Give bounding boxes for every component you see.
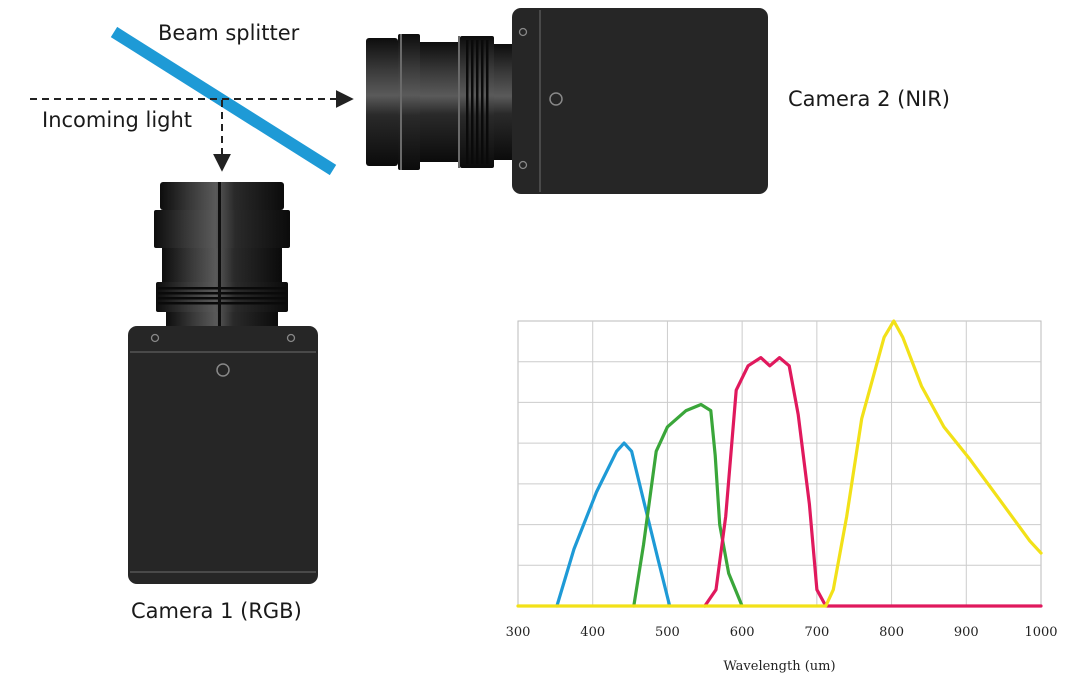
series-line-3 <box>703 356 1043 608</box>
camera-rgb-label: Camera 1 (RGB) <box>131 599 302 623</box>
x-tick-label: 700 <box>804 625 829 640</box>
x-tick-label: 600 <box>730 625 755 640</box>
camera-rgb-body <box>128 326 318 584</box>
series-line-1 <box>555 441 672 608</box>
x-tick-label: 300 <box>506 625 531 640</box>
camera-rgb <box>128 182 318 584</box>
beam-splitter-label: Beam splitter <box>158 21 300 45</box>
camera-nir-label: Camera 2 (NIR) <box>788 87 950 111</box>
incoming-light-label: Incoming light <box>42 108 192 132</box>
x-tick-label: 800 <box>879 625 904 640</box>
series-line-4 <box>516 319 1043 608</box>
x-tick-label: 1000 <box>1024 625 1057 640</box>
x-tick-label: 500 <box>655 625 680 640</box>
beam-splitter-plate <box>110 26 337 176</box>
x-tick-label: 900 <box>954 625 979 640</box>
plot-area <box>517 320 1042 607</box>
camera-nir <box>366 8 768 194</box>
x-axis-label: Wavelength (um) <box>723 659 835 674</box>
camera-rgb-lens <box>154 182 290 328</box>
camera-nir-body <box>512 8 768 194</box>
x-tick-label: 400 <box>580 625 605 640</box>
camera-nir-lens <box>366 34 514 170</box>
